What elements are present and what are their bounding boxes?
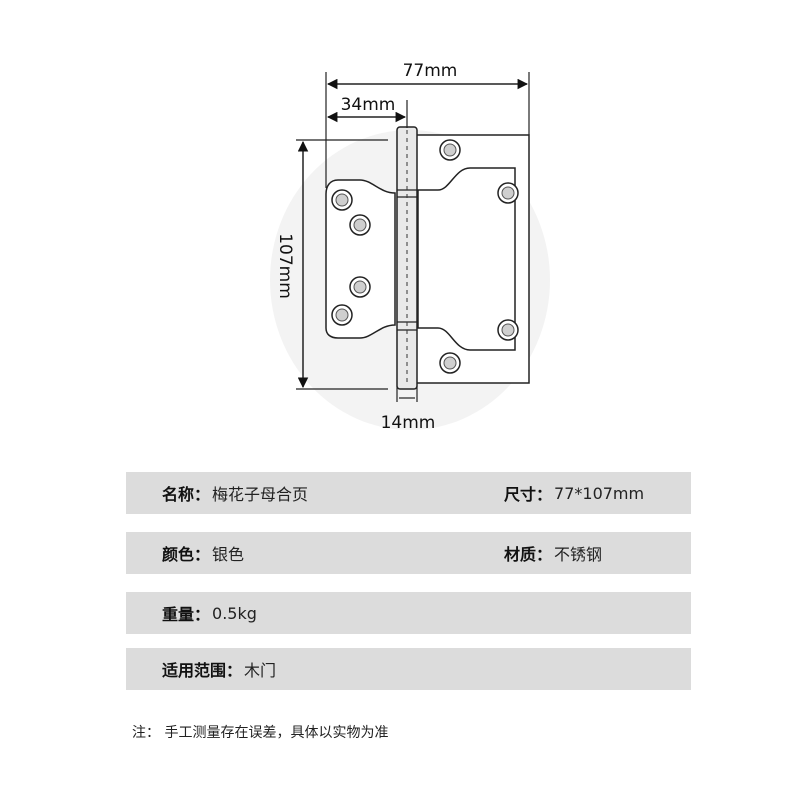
spec-value: 梅花子母合页: [212, 485, 309, 504]
spec-row-color: 颜色：银色 材质：不锈钢: [126, 532, 691, 574]
spec-value: 银色: [212, 545, 245, 564]
screw-hole: [349, 276, 371, 298]
spec-color: 颜色：银色: [162, 532, 244, 574]
dim-height-label: 107mm: [275, 233, 295, 299]
spec-name: 名称：梅花子母合页: [162, 472, 308, 514]
measurement-note: 注： 手工测量存在误差，具体以实物为准: [132, 725, 389, 741]
spec-weight: 重量：0.5kg: [162, 592, 257, 634]
spec-value: 木门: [244, 661, 277, 680]
dim-total-width-label: 77mm: [403, 61, 458, 81]
spec-sep: ：: [536, 545, 553, 564]
dim-knuckle: 14mm: [381, 386, 436, 433]
hinge-diagram: 77mm 34mm 107mm 14mm: [270, 61, 550, 433]
screw-hole: [497, 319, 519, 341]
spec-value: 不锈钢: [554, 545, 603, 564]
screw-hole: [439, 352, 461, 374]
screw-holes: [331, 139, 519, 374]
screw-hole: [349, 214, 371, 236]
dim-leaf-width-label: 34mm: [341, 95, 396, 115]
spec-value: 77*107mm: [554, 483, 645, 503]
spec-label: 尺寸: [504, 485, 537, 504]
dim-leaf-width: 34mm: [326, 95, 408, 128]
screw-hole: [331, 189, 353, 211]
spec-label: 材质: [504, 545, 537, 564]
spec-usage: 适用范围：木门: [162, 648, 276, 690]
spec-label: 重量: [162, 605, 195, 624]
spec-label: 名称: [162, 485, 195, 504]
spec-sep: ：: [536, 485, 553, 504]
spec-size: 尺寸：77*107mm: [504, 472, 644, 514]
spec-row-usage: 适用范围：木门: [126, 648, 691, 690]
outer-leaf: [406, 134, 530, 384]
hinge-knuckle: [396, 126, 418, 390]
dim-height: 107mm: [275, 139, 388, 390]
spec-label: 颜色: [162, 545, 195, 564]
inner-leaf: [325, 179, 396, 339]
spec-value: 0.5kg: [212, 603, 257, 623]
screw-hole: [331, 304, 353, 326]
spec-material: 材质：不锈钢: [504, 532, 602, 574]
spec-sep: ：: [226, 661, 243, 680]
spec-sep: ：: [194, 485, 211, 504]
dim-knuckle-label: 14mm: [381, 413, 436, 433]
screw-hole: [497, 182, 519, 204]
screw-hole: [439, 139, 461, 161]
spec-row-weight: 重量：0.5kg: [126, 592, 691, 634]
spec-sep: ：: [194, 545, 211, 564]
spec-row-name: 名称：梅花子母合页 尺寸：77*107mm: [126, 472, 691, 514]
spec-sep: ：: [194, 605, 211, 624]
dim-total-width: 77mm: [325, 61, 530, 188]
spec-label: 适用范围: [162, 661, 227, 680]
